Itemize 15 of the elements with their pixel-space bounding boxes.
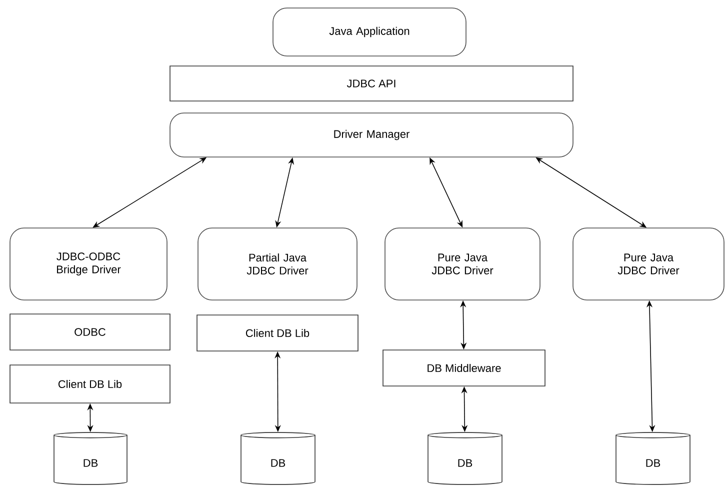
layer-box: JDBC API — [170, 66, 574, 102]
database-cylinder: DB — [54, 432, 128, 485]
layer-box: Client DB Lib — [10, 364, 170, 404]
layer-box: ODBC — [10, 314, 170, 350]
layer-box: DB Middleware — [382, 350, 546, 386]
rounded-box: Driver Manager — [170, 112, 574, 158]
layer-box: Client DB Lib — [196, 314, 358, 352]
rounded-box: Pure Java JDBC Driver — [572, 228, 724, 300]
database-cylinder: DB — [616, 432, 690, 485]
rounded-box: Pure Java JDBC Driver — [384, 228, 540, 300]
rounded-box: Partial Java JDBC Driver — [198, 228, 358, 300]
database-cylinder: DB — [428, 432, 502, 485]
database-cylinder: DB — [240, 432, 316, 485]
rounded-box: JDBC-ODBC Bridge Driver — [10, 228, 168, 300]
rounded-box: Java Application — [272, 8, 466, 56]
